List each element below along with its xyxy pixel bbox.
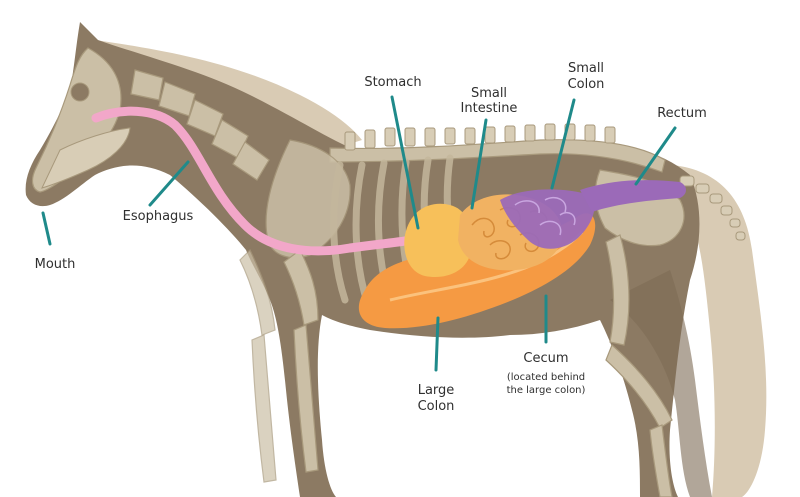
leader-small-intestine xyxy=(470,118,488,210)
label-cecum-note-2: the large colon) xyxy=(507,385,586,396)
label-small-colon-1: Small xyxy=(568,61,604,76)
leader-large-colon xyxy=(434,316,440,372)
label-large-colon-2: Colon xyxy=(418,399,455,414)
hind-leg xyxy=(610,270,712,497)
label-esophagus: Esophagus xyxy=(123,209,194,224)
label-small-intestine-1: Small xyxy=(471,86,507,101)
hind-leg-bones xyxy=(605,234,673,497)
neck-vertebrae xyxy=(130,69,270,181)
tail xyxy=(672,165,767,497)
label-mouth: Mouth xyxy=(35,257,76,272)
leader-stomach xyxy=(390,95,420,230)
label-small-colon-2: Colon xyxy=(568,77,605,92)
label-cecum-note-1: (located behind xyxy=(507,372,585,383)
leader-esophagus xyxy=(148,160,190,207)
horse-body xyxy=(25,22,700,497)
leader-rectum xyxy=(634,126,677,186)
tail-vertebrae xyxy=(679,175,746,241)
leader-mouth xyxy=(41,211,52,246)
small-colon-coils xyxy=(514,196,576,236)
label-cecum: Cecum xyxy=(523,351,568,366)
rectum xyxy=(580,180,686,212)
eye-socket xyxy=(70,82,90,102)
label-rectum: Rectum xyxy=(657,106,707,121)
stomach xyxy=(404,203,472,278)
small-colon xyxy=(500,189,595,249)
leader-small-colon xyxy=(550,98,576,190)
front-leg-bones xyxy=(239,248,319,483)
label-large-colon-1: Large xyxy=(418,383,455,398)
esophagus xyxy=(91,106,417,256)
label-small-intestine-2: Intestine xyxy=(461,101,518,116)
large-colon-highlight xyxy=(389,230,584,302)
label-stomach: Stomach xyxy=(364,75,421,90)
jaw-bone xyxy=(41,127,131,189)
